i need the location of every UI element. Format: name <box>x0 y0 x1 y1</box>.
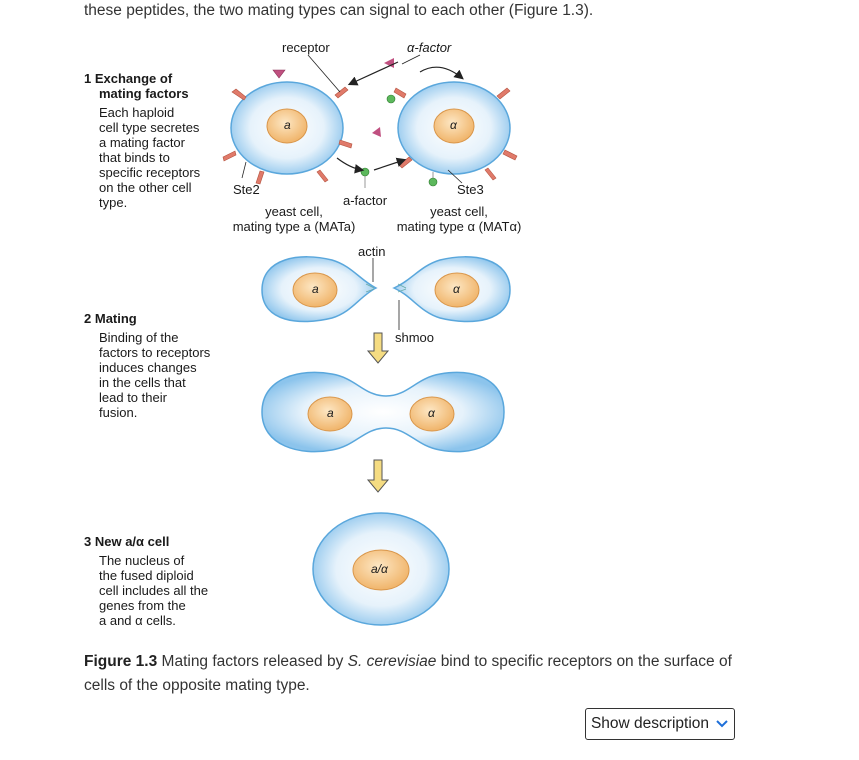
actin-filaments <box>365 283 407 293</box>
yeast-alpha-line-1: yeast cell, <box>430 204 488 219</box>
desc-line: Each haploid <box>99 105 175 120</box>
intro-text: these peptides, the two mating types can… <box>84 2 594 19</box>
nucleus-a-top: a <box>284 118 291 132</box>
ste2-label: Ste2 <box>233 182 260 197</box>
shmoo-label: shmoo <box>395 330 435 345</box>
show-description-button[interactable]: Show description <box>585 708 735 740</box>
step-1-desc: Each haploid cell type secretes a mating… <box>99 105 200 210</box>
nucleus-a-shmoo: a <box>312 282 319 296</box>
desc-line: on the other cell <box>99 180 192 195</box>
yeast-a-line-1: yeast cell, <box>265 204 323 219</box>
a-factor-arrow-2 <box>373 157 407 171</box>
step-2-number: 2 <box>84 311 92 326</box>
desc-line: in the cells that <box>99 375 186 390</box>
yeast-a-caption: yeast cell, mating type a (MATa) <box>224 204 364 234</box>
step-1-number: 1 <box>84 71 92 86</box>
caption-species: S. cerevisiae <box>347 653 437 670</box>
desc-line: The nucleus of <box>99 553 185 568</box>
caption-text-after: bind to specific receptors on the surfac… <box>84 653 732 694</box>
a-factor-molecules <box>360 94 438 188</box>
step-3-desc: The nucleus of the fused diploid cell in… <box>99 553 208 628</box>
step-3: 3 New a/α cell The nucleus of the fused … <box>84 534 208 628</box>
desc-line: cell includes all the <box>99 583 209 598</box>
nucleus-alpha-fusing: α <box>428 406 435 420</box>
a-factor-label: a-factor <box>343 193 388 208</box>
alpha-factor-arrow-2 <box>347 61 399 86</box>
yeast-alpha-line-2: mating type α (MATα) <box>396 219 522 234</box>
step-1-title: Exchange of <box>94 71 173 86</box>
desc-line: type. <box>99 195 128 210</box>
desc-line: lead to their <box>99 390 167 405</box>
chevron-down-icon <box>716 720 728 728</box>
alpha-factor-arrow <box>419 66 464 80</box>
step-2-title: Mating <box>94 311 137 326</box>
desc-line: a and α cells. <box>99 613 176 628</box>
step-1-title-2: mating factors <box>99 86 189 101</box>
cell-a-top <box>230 81 344 175</box>
figure-1-3: 1 Exchange of mating factors Each haploi… <box>84 40 532 628</box>
a-factor-arrow <box>336 157 365 174</box>
shmoo-cell-a <box>261 256 378 323</box>
down-arrow-2 <box>366 459 390 493</box>
yeast-alpha-caption: yeast cell, mating type α (MATα) <box>386 204 532 234</box>
step-3-title: New a/α cell <box>94 534 170 549</box>
nucleus-alpha-shmoo: α <box>453 282 460 296</box>
receptor-leader <box>307 54 341 93</box>
figure-caption: Figure 1.3 Mating factors released by S.… <box>84 650 744 698</box>
alpha-factor-leader <box>401 54 421 65</box>
down-arrow-1 <box>366 332 390 364</box>
figure-label: Figure 1.3 <box>84 653 158 670</box>
ste3-label: Ste3 <box>457 182 484 197</box>
receptor-label: receptor <box>282 40 330 55</box>
nucleus-a-fusing: a <box>327 406 334 420</box>
yeast-a-line-2: mating type a (MATa) <box>232 219 356 234</box>
cell-alpha-top <box>397 81 511 175</box>
step-2: 2 Mating Binding of the factors to recep… <box>84 311 210 420</box>
step-3-number: 3 <box>84 534 92 549</box>
ste3-leader <box>447 169 463 184</box>
diploid-cell <box>312 512 450 626</box>
step-1: 1 Exchange of mating factors Each haploi… <box>84 71 200 210</box>
ste3-receptors <box>393 87 518 181</box>
fusing-cells <box>261 371 505 453</box>
shmoo-cell-alpha <box>392 256 511 323</box>
ste2-leader <box>241 161 247 179</box>
actin-label: actin <box>358 244 386 259</box>
nucleus-alpha-top: α <box>450 118 457 132</box>
desc-line: genes from the <box>99 598 186 613</box>
caption-text-before: Mating factors released by <box>161 653 344 670</box>
desc-line: factors to receptors <box>99 345 211 360</box>
alpha-factor-label: α-factor <box>407 40 452 55</box>
desc-line: that binds to <box>99 150 170 165</box>
nucleus-diploid: a/α <box>371 562 388 576</box>
desc-line: specific receptors <box>99 165 201 180</box>
desc-line: Binding of the <box>99 330 179 345</box>
desc-line: cell type secretes <box>99 120 200 135</box>
desc-line: the fused diploid <box>99 568 194 583</box>
step-2-desc: Binding of the factors to receptors indu… <box>99 330 210 420</box>
mating-diagram <box>222 54 518 626</box>
ste2-receptors <box>222 69 353 185</box>
desc-line: a mating factor <box>99 135 185 150</box>
desc-line: induces changes <box>99 360 197 375</box>
desc-line: fusion. <box>99 405 138 420</box>
show-description-label: Show description <box>590 715 710 732</box>
